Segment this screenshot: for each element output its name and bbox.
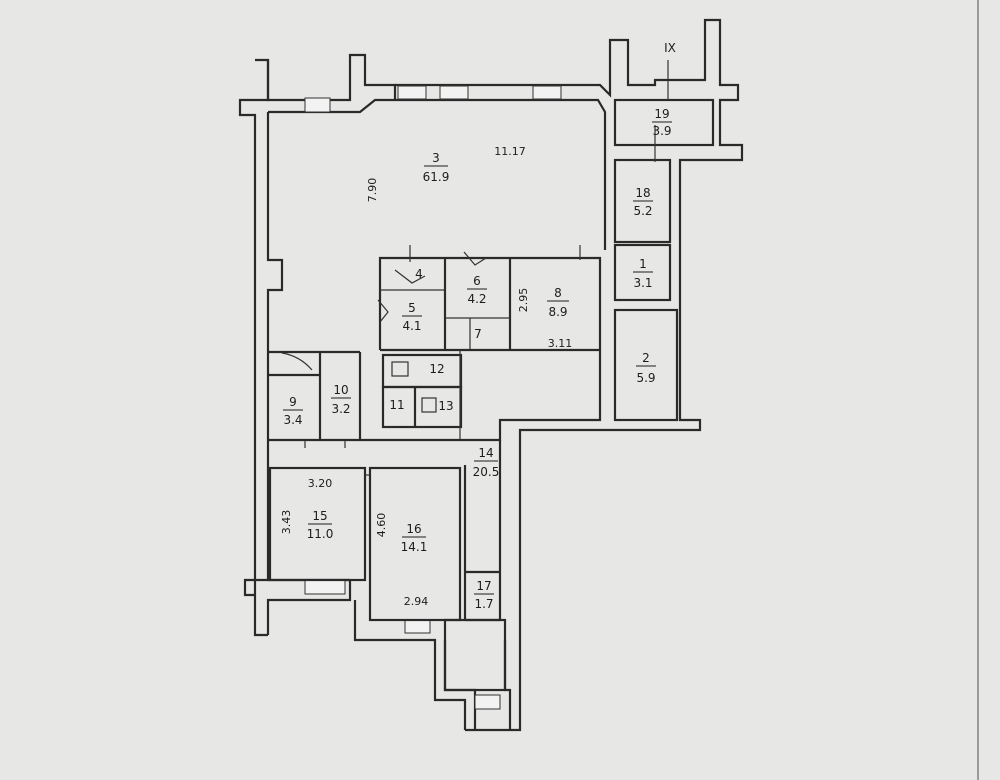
room-area: 3.9: [652, 124, 671, 138]
window: [439, 85, 469, 100]
room-5: 5 4.1: [402, 301, 422, 333]
room-number: 1: [639, 257, 647, 271]
room-number: 18: [635, 186, 650, 200]
room-number: 10: [333, 383, 348, 397]
window: [397, 85, 427, 100]
dimension-label: 3.20: [308, 477, 333, 490]
room-number: 19: [654, 107, 669, 121]
labels: IX 3 61.9 19 3.9 18 5.2 1 3.1 2 5.: [280, 41, 676, 611]
room-11-number: 11: [389, 398, 404, 412]
room-1: 1 3.1: [633, 257, 653, 290]
room-number: 9: [289, 395, 297, 409]
dimension-label: 4.60: [375, 513, 388, 538]
dimension-label: 7.90: [366, 178, 379, 203]
room-17: 17 1.7: [474, 579, 494, 611]
windows: [304, 85, 562, 710]
room-6: 6 4.2: [467, 274, 487, 306]
room-number: 16: [406, 522, 421, 536]
window: [532, 85, 562, 100]
room-number: 2: [642, 351, 650, 365]
dimension-label: 11.17: [494, 145, 526, 158]
room-8: 8 8.9: [547, 286, 569, 319]
room-14: 14 20.5: [473, 446, 500, 479]
window: [404, 619, 431, 634]
dimension-label: 2.94: [404, 595, 429, 608]
window: [304, 97, 331, 113]
door-marks: [281, 251, 487, 448]
room-19: 19 3.9: [652, 107, 672, 138]
room-number: 6: [473, 274, 481, 288]
room-area: 61.9: [423, 170, 450, 184]
room-area: 1.7: [474, 597, 493, 611]
room-12-number: 12: [429, 362, 444, 376]
room-16: 16 14.1: [401, 522, 428, 554]
dimension-label: 3.43: [280, 510, 293, 535]
room-area: 4.2: [467, 292, 486, 306]
room-area: 11.0: [307, 527, 334, 541]
room-7-number: 7: [474, 327, 482, 341]
axis-marker: IX: [664, 41, 676, 55]
window: [474, 694, 501, 710]
room-4-number: 4: [415, 267, 423, 281]
room-number: 14: [478, 446, 493, 460]
room-area: 5.2: [633, 204, 652, 218]
window: [304, 579, 346, 595]
room-number: 8: [554, 286, 562, 300]
room-2: 2 5.9: [636, 351, 656, 385]
room-area: 20.5: [473, 465, 500, 479]
room-area: 8.9: [548, 305, 567, 319]
room-10: 10 3.2: [331, 383, 351, 416]
room-9: 9 3.4: [283, 395, 303, 427]
room-number: 15: [312, 509, 327, 523]
room-area: 3.1: [633, 276, 652, 290]
room-3: 3 61.9: [423, 151, 450, 184]
room-area: 14.1: [401, 540, 428, 554]
dimension-label: 3.11: [548, 337, 573, 350]
dimension-label: 2.95: [517, 288, 530, 313]
room-number: 3: [432, 151, 440, 165]
room-area: 3.4: [283, 413, 302, 427]
room-area: 5.9: [636, 371, 655, 385]
room-15: 15 11.0: [307, 509, 334, 541]
room-area: 4.1: [402, 319, 421, 333]
room-18: 18 5.2: [633, 186, 653, 218]
room-number: 5: [408, 301, 416, 315]
room-13-number: 13: [438, 399, 453, 413]
room-number: 17: [476, 579, 491, 593]
room-area: 3.2: [331, 402, 350, 416]
partitions: [268, 60, 715, 692]
